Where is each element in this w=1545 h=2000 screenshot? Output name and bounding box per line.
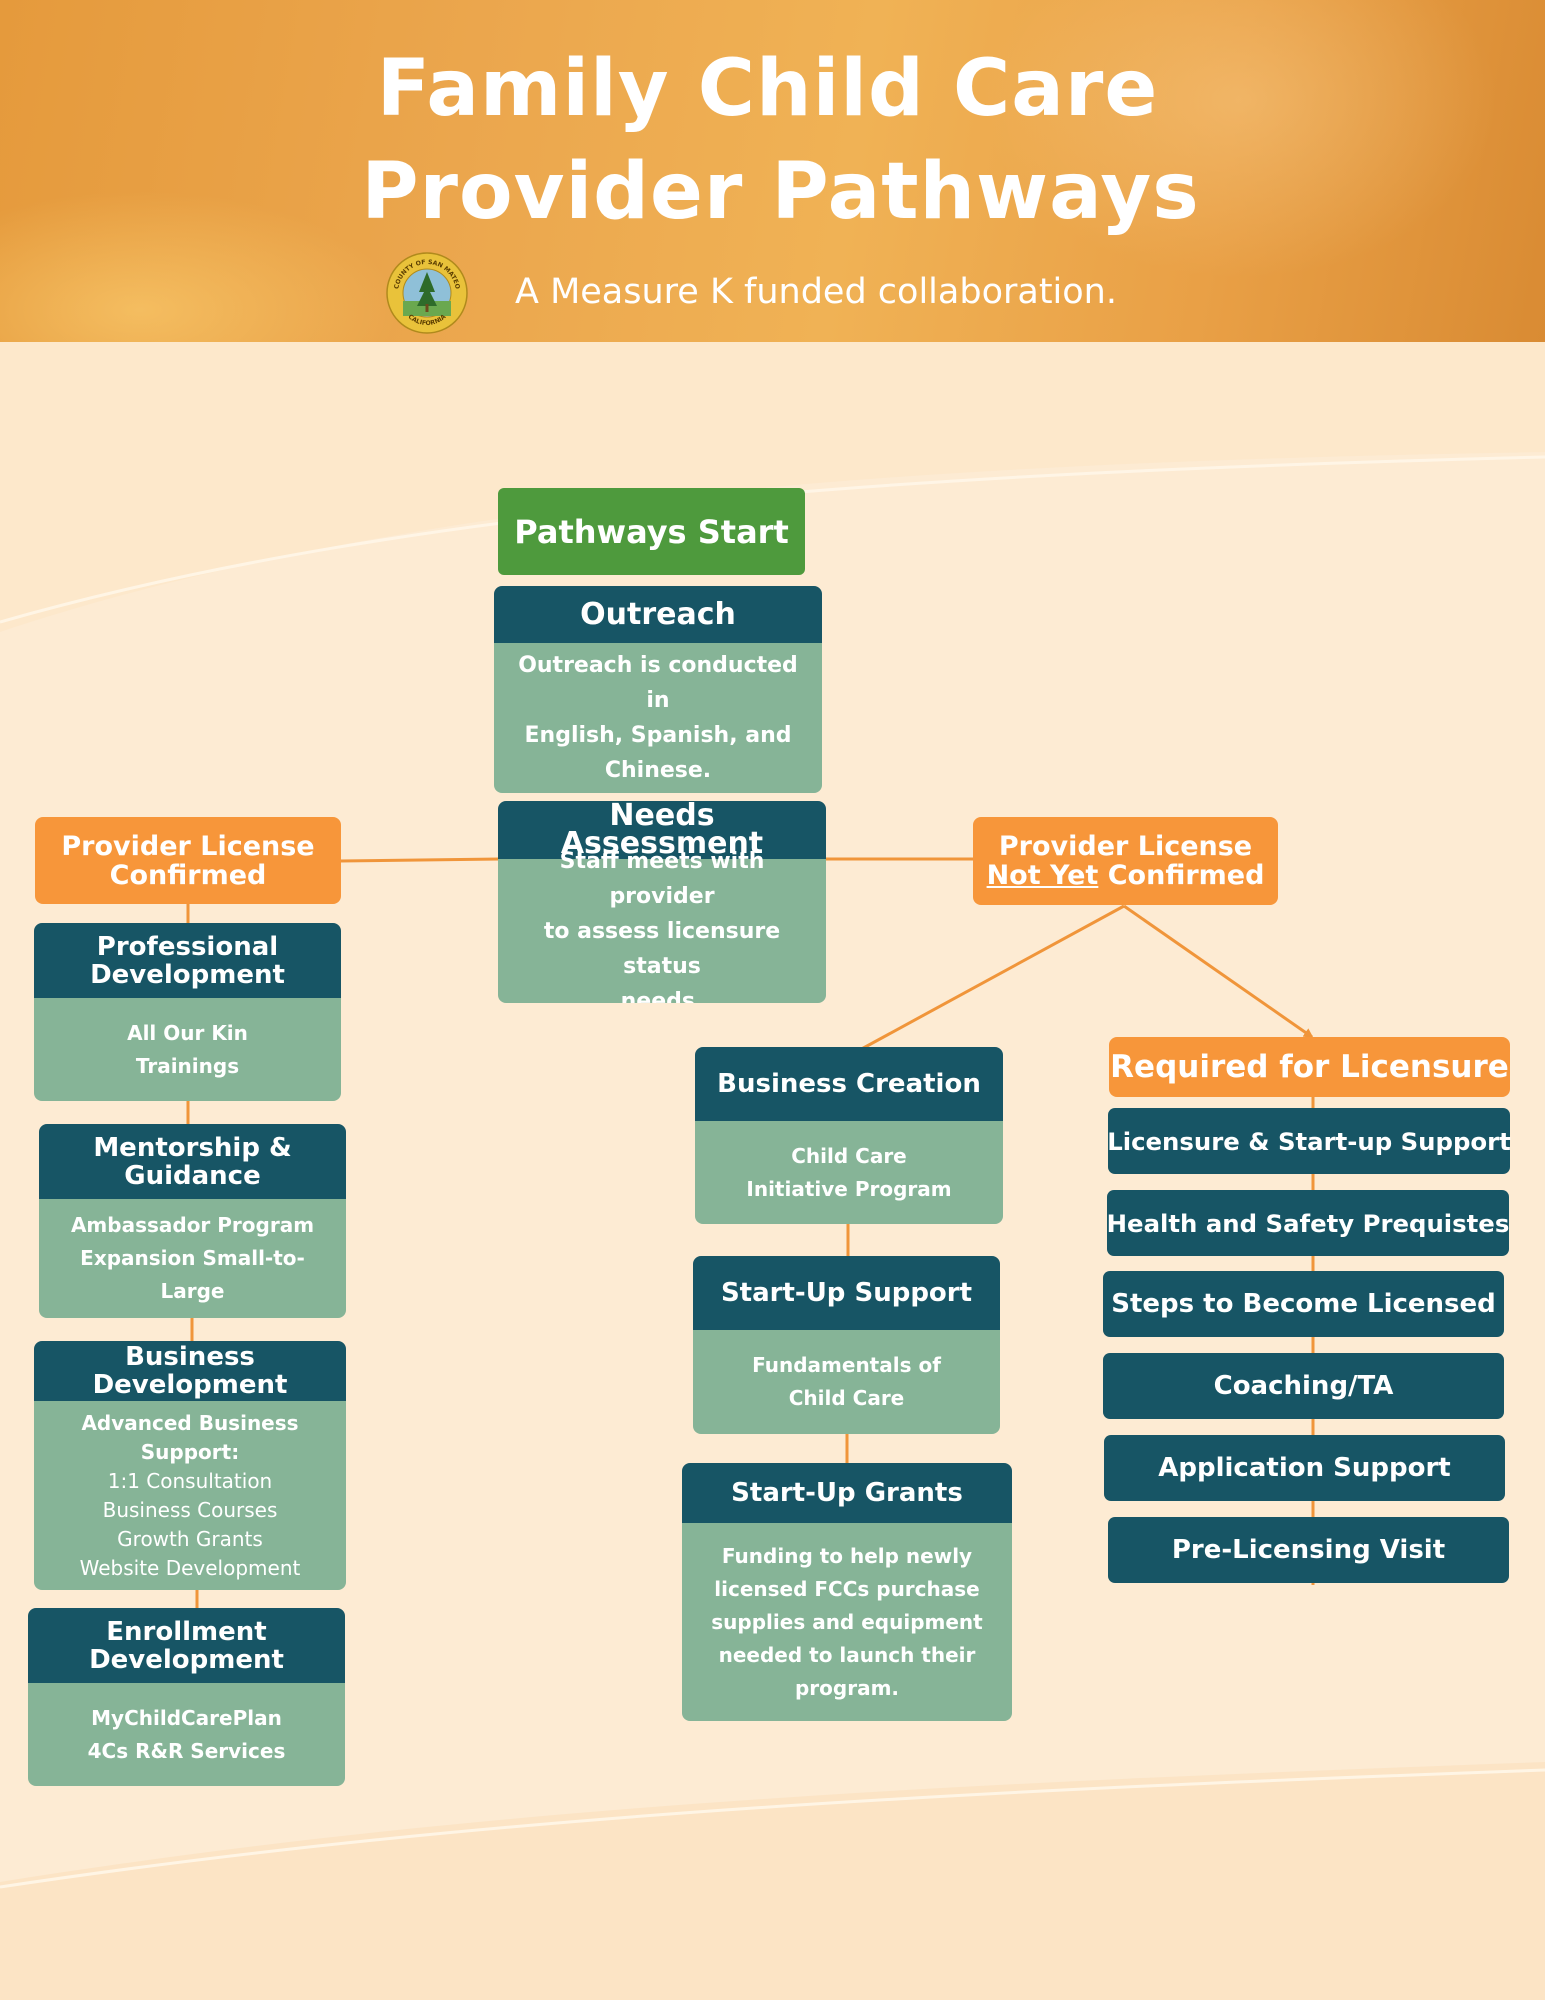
license-confirmed-line2: Confirmed xyxy=(109,859,267,891)
start-up-support-body: Fundamentals of Child Care xyxy=(693,1330,1000,1434)
body-line: Business Courses xyxy=(102,1497,278,1522)
business-creation-body: Child Care Initiative Program xyxy=(695,1121,1003,1224)
enrollment-development-box: Enrollment Development MyChildCarePlan 4… xyxy=(28,1608,345,1786)
body-line: Growth Grants xyxy=(117,1526,263,1551)
business-development-title: Business Development xyxy=(34,1341,346,1401)
title-line: Development xyxy=(90,959,285,990)
enrollment-development-body: MyChildCarePlan 4Cs R&R Services xyxy=(28,1683,345,1786)
business-creation-title: Business Creation xyxy=(695,1047,1003,1121)
mentorship-guidance-title: Mentorship & Guidance xyxy=(39,1124,346,1199)
county-seal-logo: COUNTY OF SAN MATEO CALIFORNIA xyxy=(386,252,468,334)
needs-assessment-title: Needs Assessment xyxy=(498,801,826,859)
licensure-step: Application Support xyxy=(1104,1435,1505,1501)
body-line: Fundamentals of xyxy=(752,1353,941,1377)
title-line: Professional xyxy=(96,931,279,962)
page-subtitle: A Measure K funded collaboration. xyxy=(515,272,1117,312)
license-not-confirmed-line2: Not Yet Confirmed xyxy=(987,861,1265,890)
body-line: Child Care xyxy=(788,1386,905,1410)
background-curves xyxy=(0,342,1545,2000)
needs-line: needs. xyxy=(620,988,704,1004)
connector-arrow xyxy=(843,904,1125,1060)
body-line-bold: Advanced Business xyxy=(81,1410,299,1435)
header-banner: Family Child Care Provider Pathways COUN… xyxy=(0,0,1545,342)
mentorship-guidance-body: Ambassador Program Expansion Small-to-La… xyxy=(39,1199,346,1318)
start-up-grants-title: Start-Up Grants xyxy=(682,1463,1012,1523)
needs-line: Staff meets with provider xyxy=(559,848,765,909)
body-line: Funding to help newly xyxy=(721,1543,973,1568)
pathways-start-box: Pathways Start xyxy=(498,488,805,575)
outreach-box: Outreach Outreach is conducted in Englis… xyxy=(494,586,822,793)
header-glow xyxy=(980,0,1500,280)
business-development-body: Advanced Business Support: 1:1 Consultat… xyxy=(34,1401,346,1590)
not-yet-underlined: Not Yet xyxy=(986,860,1099,891)
business-creation-box: Business Creation Child Care Initiative … xyxy=(695,1047,1003,1224)
body-line: needed to launch their xyxy=(718,1642,976,1667)
body-line-bold: Support: xyxy=(140,1439,240,1464)
title-line: Enrollment xyxy=(106,1616,267,1647)
mentorship-guidance-box: Mentorship & Guidance Ambassador Program… xyxy=(39,1124,346,1318)
licensure-step: Pre-Licensing Visit xyxy=(1108,1517,1509,1583)
outreach-line: English, Spanish, and xyxy=(524,723,792,748)
professional-development-body: All Our Kin Trainings xyxy=(34,998,341,1101)
body-line: 1:1 Consultation xyxy=(107,1468,273,1493)
title-line: Guidance xyxy=(124,1160,261,1191)
page-title-line1: Family Child Care xyxy=(376,44,1159,134)
title-line: Mentorship & xyxy=(93,1132,292,1163)
body-line: Trainings xyxy=(135,1053,240,1078)
start-up-grants-box: Start-Up Grants Funding to help newly li… xyxy=(682,1463,1012,1721)
outreach-line: Outreach is conducted in xyxy=(518,653,798,713)
start-up-support-box: Start-Up Support Fundamentals of Child C… xyxy=(693,1256,1000,1434)
body-line: MyChildCarePlan xyxy=(91,1705,282,1730)
body-line: Expansion Small-to-Large xyxy=(80,1246,305,1303)
body-line: 4Cs R&R Services xyxy=(87,1738,286,1763)
body-line: Website Development xyxy=(79,1555,301,1580)
license-not-confirmed-box: Provider License Not Yet Confirmed xyxy=(973,817,1278,905)
body-line: licensed FCCs purchase xyxy=(714,1576,980,1601)
body-line: supplies and equipment xyxy=(711,1609,983,1634)
licensure-step: Coaching/TA xyxy=(1103,1353,1504,1419)
body-line: Initiative Program xyxy=(746,1176,952,1201)
needs-line: to assess licensure status xyxy=(543,918,781,979)
connector-arrow xyxy=(1123,904,1314,1039)
license-confirmed-box: Provider License Confirmed xyxy=(35,817,341,904)
outreach-line: Chinese. xyxy=(604,758,712,783)
body-line: Ambassador Program xyxy=(70,1213,315,1237)
license-not-confirmed-line1: Provider License xyxy=(998,831,1253,862)
required-for-licensure-box: Required for Licensure xyxy=(1109,1037,1510,1097)
business-development-box: Business Development Advanced Business S… xyxy=(34,1341,346,1590)
page-title-line2: Provider Pathways xyxy=(361,147,1200,237)
needs-assessment-box: Needs Assessment Staff meets with provid… xyxy=(498,801,826,1003)
license-confirmed-line1: Provider License xyxy=(61,830,315,862)
body-line: Child Care xyxy=(791,1143,907,1168)
licensure-step: Licensure & Start-up Support xyxy=(1107,1108,1511,1174)
connector-line xyxy=(339,857,501,863)
outreach-body: Outreach is conducted in English, Spanis… xyxy=(494,643,822,793)
start-up-support-title: Start-Up Support xyxy=(693,1256,1000,1330)
enrollment-development-title: Enrollment Development xyxy=(28,1608,345,1683)
title-line: Development xyxy=(89,1644,284,1675)
body-line: All Our Kin xyxy=(127,1020,248,1045)
licensure-step: Health and Safety Prequistes xyxy=(1107,1190,1509,1256)
professional-development-title: Professional Development xyxy=(34,923,341,998)
needs-assessment-body: Staff meets with provider to assess lice… xyxy=(498,849,826,1004)
not-confirmed-rest: Confirmed xyxy=(1098,860,1265,891)
professional-development-box: Professional Development All Our Kin Tra… xyxy=(34,923,341,1101)
outreach-title: Outreach xyxy=(494,586,822,643)
body-line: program. xyxy=(794,1675,900,1700)
licensure-step: Steps to Become Licensed xyxy=(1103,1271,1504,1337)
start-up-grants-body: Funding to help newly licensed FCCs purc… xyxy=(682,1523,1012,1721)
